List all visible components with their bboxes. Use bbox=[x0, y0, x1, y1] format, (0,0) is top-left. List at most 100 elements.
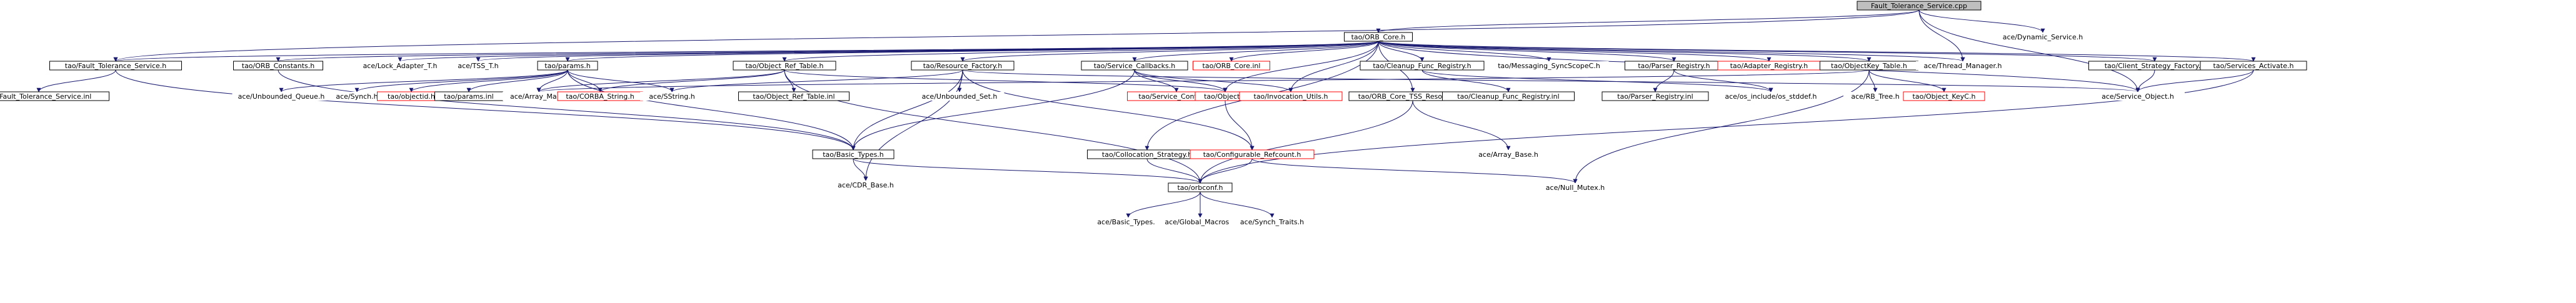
edge-orbcore-to-svcact bbox=[1378, 41, 2255, 62]
node-orbcore[interactable]: tao/ORB_Core.h bbox=[1344, 32, 1413, 42]
edge-orbcore-to-svccb bbox=[1132, 41, 1379, 62]
node-box bbox=[1239, 91, 1343, 101]
node-adapter[interactable]: tao/Adapter_Registry.h bbox=[1717, 61, 1821, 71]
node-box bbox=[1470, 150, 1547, 159]
node-box bbox=[911, 61, 1015, 71]
node-nullmtx[interactable]: ace/Null_Mutex.h bbox=[1536, 183, 1614, 192]
node-arrmap[interactable]: ace/Array_Map.h bbox=[503, 92, 575, 101]
node-acebasic[interactable]: ace/Basic_Types.h bbox=[1088, 217, 1169, 226]
node-label: tao/Object.h bbox=[1204, 92, 1246, 101]
edge-orbcore-to-orbconst bbox=[276, 41, 1379, 62]
node-synchtr[interactable]: ace/Synch_Traits.h bbox=[1230, 217, 1315, 226]
edge-root-to-dyn bbox=[1918, 9, 2045, 33]
node-parserinl[interactable]: tao/Parser_Registry.inl bbox=[1601, 91, 1709, 101]
node-label: tao/ORB_Constants.h bbox=[242, 62, 315, 70]
node-objkey[interactable]: tao/ObjectKey_Table.h bbox=[1820, 61, 1918, 71]
node-invutil[interactable]: tao/Invocation_Utils.h bbox=[1239, 91, 1343, 101]
edge-resfac-to-basic bbox=[851, 69, 963, 151]
node-dyn[interactable]: ace/Dynamic_Service.h bbox=[1993, 32, 2092, 41]
node-svccb[interactable]: tao/Service_Callbacks.h bbox=[1081, 61, 1188, 71]
node-box bbox=[1489, 61, 1609, 70]
node-params[interactable]: tao/params.h bbox=[537, 61, 598, 71]
node-parser[interactable]: tao/Parser_Registry.h bbox=[1625, 61, 1723, 71]
edge-objkey-to-rbtree bbox=[1868, 69, 1878, 92]
node-box bbox=[2200, 61, 2307, 71]
edge-params-to-objectid bbox=[409, 69, 568, 92]
edge-orbcore-to-orbinl bbox=[1229, 41, 1379, 62]
node-label: tao/Cleanup_Func_Registry.inl bbox=[1457, 92, 1559, 101]
node-rbtree[interactable]: ace/RB_Tree.h bbox=[1843, 92, 1907, 101]
node-ftsinl[interactable]: tao/Fault_Tolerance_Service.inl bbox=[0, 91, 109, 101]
edge-tssres-to-orbconf bbox=[1198, 100, 1413, 184]
node-box bbox=[503, 92, 575, 101]
edge-orbcore-to-tss bbox=[476, 41, 1379, 62]
node-globmac[interactable]: ace/Global_Macros.h bbox=[1155, 217, 1245, 226]
node-label: Fault_Tolerance_Service.cpp bbox=[1871, 2, 1967, 10]
node-svcobj[interactable]: ace/Service_Object.h bbox=[2091, 92, 2185, 101]
node-osstddef[interactable]: ace/os_include/os_stddef.h bbox=[1711, 92, 1831, 101]
node-layer: Fault_Tolerance_Service.cpp ace/Dynamic_S… bbox=[0, 1, 2307, 226]
edge-params-to-unbq bbox=[279, 69, 568, 92]
node-objref[interactable]: tao/Object_Ref_Table.h bbox=[733, 61, 836, 71]
node-arrbase[interactable]: ace/Array_Base.h bbox=[1470, 150, 1547, 159]
node-ftsh[interactable]: tao/Fault_Tolerance_Service.h bbox=[49, 61, 182, 71]
node-box bbox=[812, 149, 895, 159]
edge-orbcore-to-csfac bbox=[1378, 41, 2157, 62]
node-svcact[interactable]: tao/Services_Activate.h bbox=[2200, 61, 2307, 71]
edge-orbcore-to-adapter bbox=[1378, 41, 1772, 62]
node-label: tao/Fault_Tolerance_Service.h bbox=[65, 62, 166, 70]
node-corbastr[interactable]: tao/CORBA_String.h bbox=[557, 91, 643, 101]
node-label: ace/Dynamic_Service.h bbox=[2003, 33, 2083, 41]
node-box bbox=[329, 92, 385, 101]
node-box bbox=[1857, 1, 1982, 11]
node-orbconf[interactable]: tao/orbconf.h bbox=[1168, 182, 1233, 192]
node-label: tao/params.h bbox=[544, 62, 590, 70]
node-box bbox=[1168, 182, 1233, 192]
edge-orbcore-to-object bbox=[1223, 41, 1379, 92]
node-objkeyc[interactable]: tao/Object_KeyC.h bbox=[1903, 91, 1985, 101]
node-label: ace/Service_Object.h bbox=[2102, 92, 2174, 101]
node-objectid[interactable]: tao/objectid.h bbox=[377, 91, 446, 101]
node-cdrbase[interactable]: ace/CDR_Base.h bbox=[831, 181, 900, 189]
node-label: ace/Basic_Types.h bbox=[1097, 218, 1159, 226]
node-label: tao/Object_KeyC.h bbox=[1913, 92, 1976, 101]
node-unbset[interactable]: ace/Unbounded_Set.h bbox=[915, 92, 1005, 101]
edge-orbcore-to-msgsync bbox=[1378, 41, 1551, 62]
node-box bbox=[738, 91, 849, 101]
edge-colloc-to-orbconf bbox=[1146, 158, 1203, 184]
node-box bbox=[0, 91, 109, 101]
node-paramsinl[interactable]: tao/params.inl bbox=[434, 91, 503, 101]
node-cfreg[interactable]: tao/Cleanup_Func_Registry.h bbox=[1360, 61, 1485, 71]
node-orbconst[interactable]: tao/ORB_Constants.h bbox=[233, 61, 323, 71]
node-thrmgr[interactable]: ace/Thread_Manager.h bbox=[1916, 61, 2010, 70]
edge-resfac-to-cdrbase bbox=[863, 69, 963, 181]
node-label: ace/os_include/os_stddef.h bbox=[1725, 92, 1817, 101]
node-label: ace/Synch_Traits.h bbox=[1240, 218, 1304, 226]
node-label: tao/Client_Strategy_Factory.h bbox=[2105, 62, 2205, 70]
edge-objref-to-corbastr bbox=[598, 69, 785, 92]
edge-root-to-orbcore bbox=[1376, 9, 1920, 33]
node-box bbox=[1601, 91, 1709, 101]
node-label: tao/CORBA_String.h bbox=[566, 92, 634, 101]
node-resfac[interactable]: tao/Resource_Factory.h bbox=[911, 61, 1015, 71]
node-label: tao/Basic_Types.h bbox=[823, 151, 884, 159]
edge-orbcore-to-parser bbox=[1378, 41, 1676, 62]
node-msgsync[interactable]: tao/Messaging_SyncScopeC.h bbox=[1489, 61, 1609, 70]
node-lock[interactable]: ace/Lock_Adapter_T.h bbox=[353, 61, 447, 70]
node-objrefinl[interactable]: tao/Object_Ref_Table.inl bbox=[738, 91, 849, 101]
node-unbq[interactable]: ace/Unbounded_Queue.h bbox=[232, 92, 331, 101]
node-synch[interactable]: ace/Synch.h bbox=[329, 92, 385, 101]
node-box bbox=[1993, 32, 2092, 41]
node-label: tao/Object_Ref_Table.inl bbox=[753, 92, 834, 101]
node-label: tao/Configurable_Refcount.h bbox=[1203, 151, 1301, 159]
node-label: ace/TSS_T.h bbox=[458, 62, 498, 70]
node-cfgref[interactable]: tao/Configurable_Refcount.h bbox=[1190, 149, 1315, 159]
node-tss[interactable]: ace/TSS_T.h bbox=[450, 61, 506, 70]
node-colloc[interactable]: tao/Collocation_Strategy.h bbox=[1087, 149, 1207, 159]
edge-cfreg-to-cfreginl bbox=[1421, 69, 1511, 92]
node-cfreginl[interactable]: tao/Cleanup_Func_Registry.inl bbox=[1442, 91, 1575, 101]
node-orbinl[interactable]: tao/ORB_Core.inl bbox=[1193, 61, 1270, 71]
node-basic[interactable]: tao/Basic_Types.h bbox=[812, 149, 895, 159]
node-sstring[interactable]: ace/SString.h bbox=[640, 92, 704, 101]
